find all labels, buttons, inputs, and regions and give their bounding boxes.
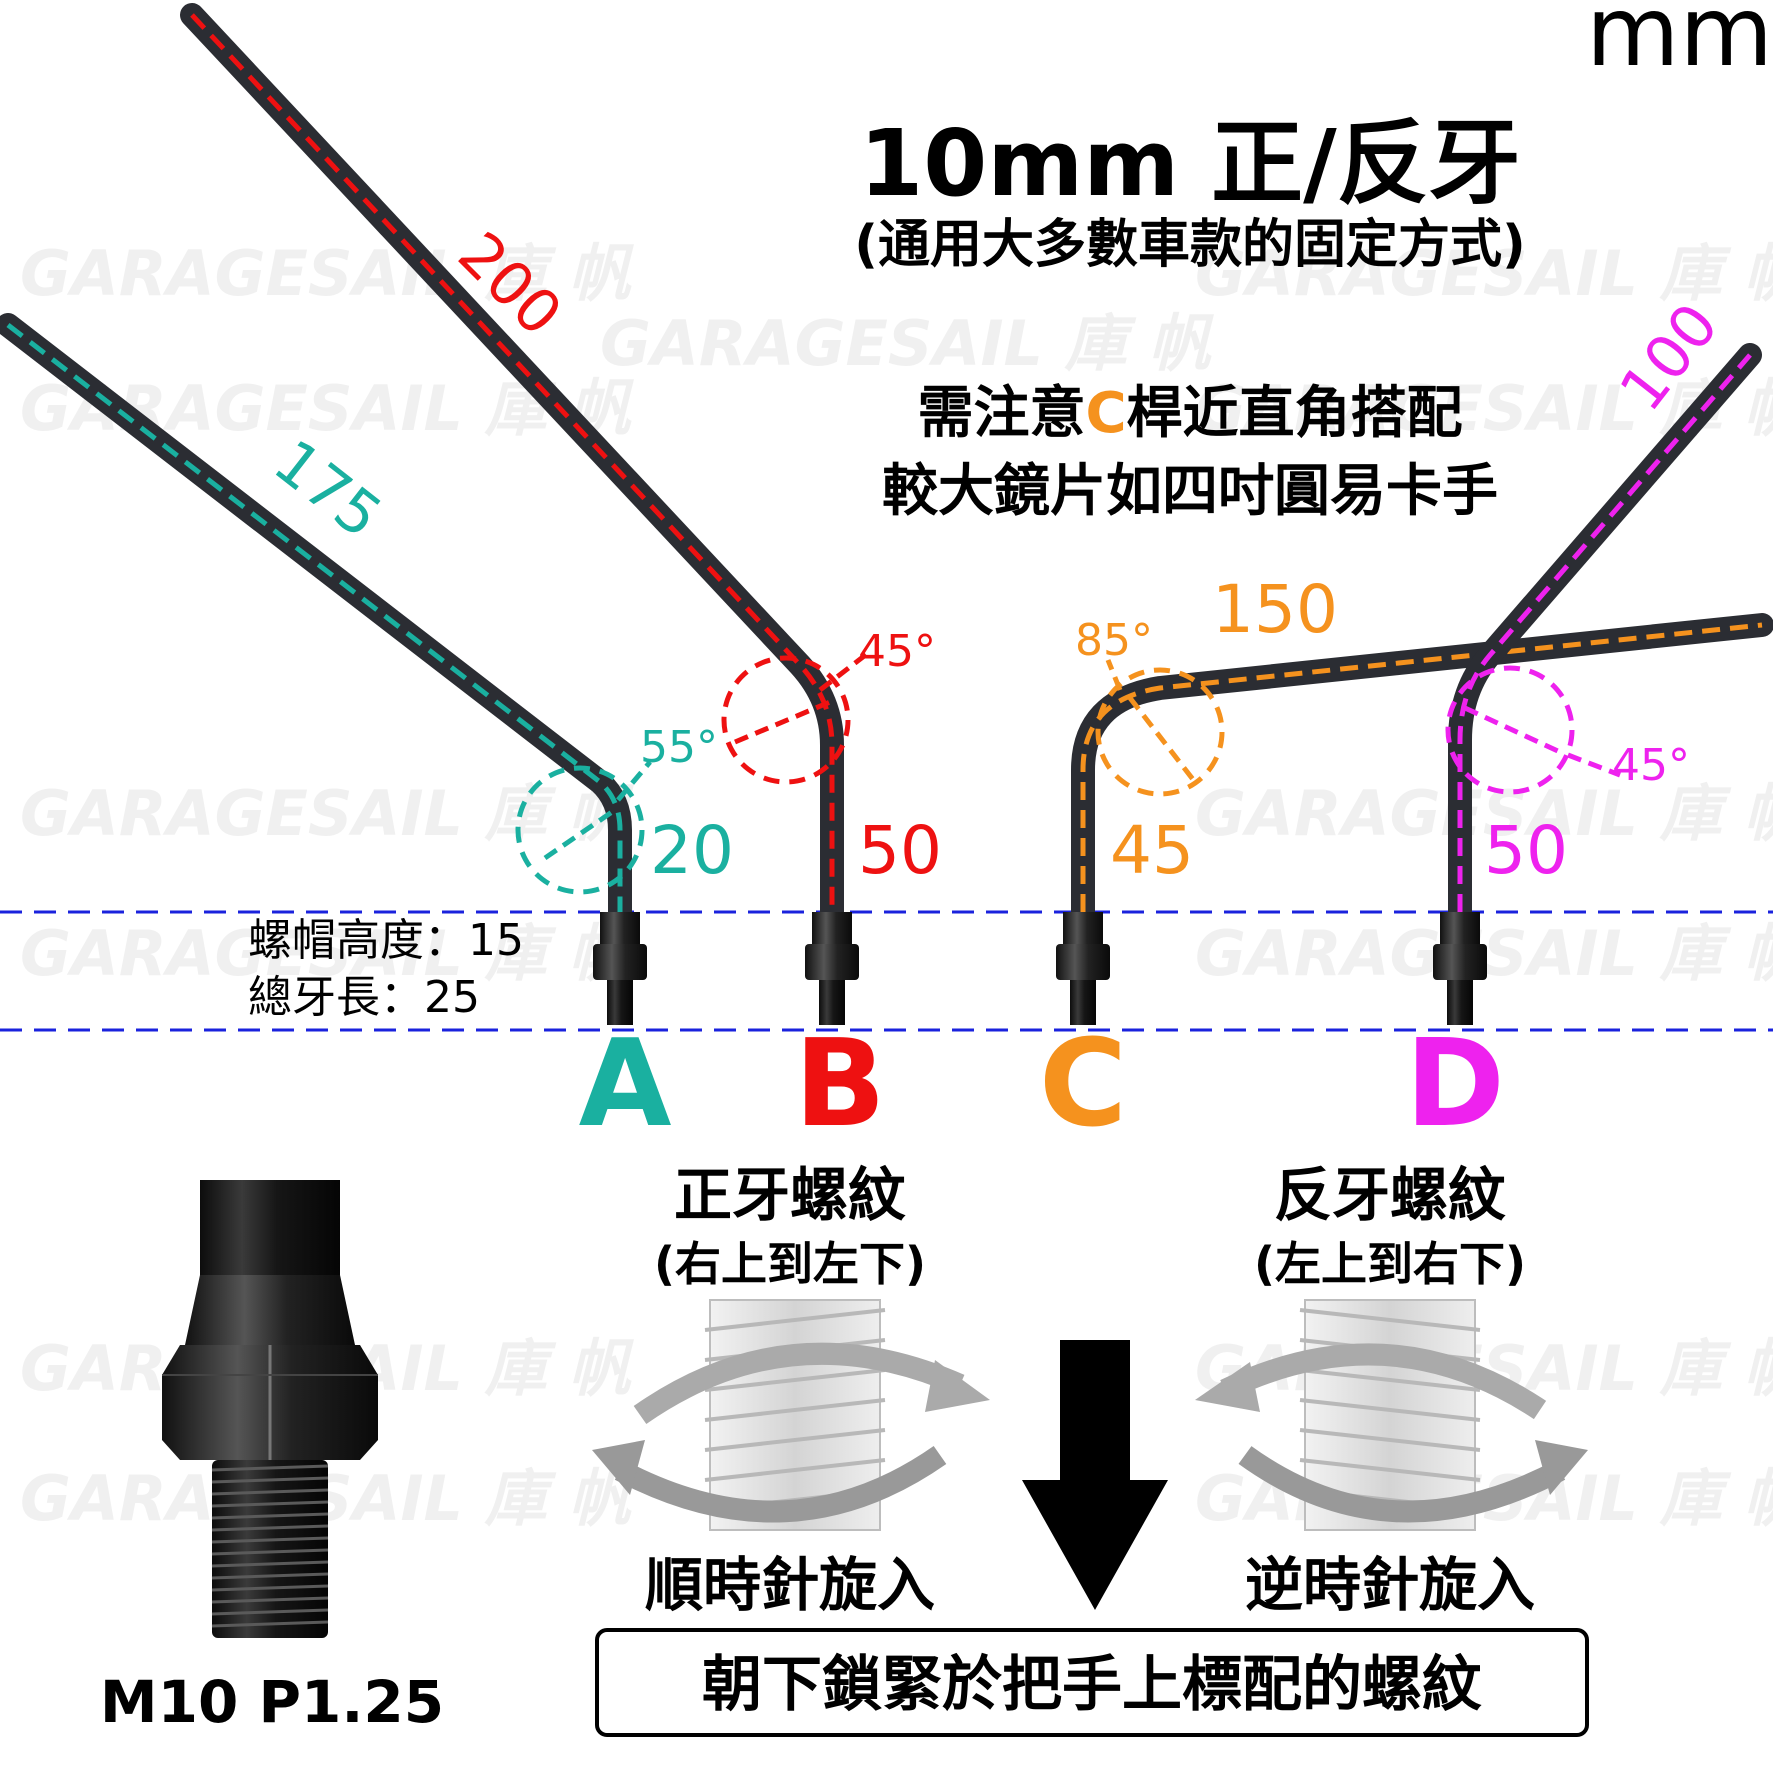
rod-a-dash bbox=[6, 323, 623, 912]
left-thread-arrow-bottom bbox=[1238, 1446, 1566, 1523]
note-line-2: 較大鏡片如四吋圓易卡手 bbox=[882, 459, 1498, 524]
thread-length-label: 總牙長：25 bbox=[248, 972, 480, 1023]
rod-c-long-label: 150 bbox=[1212, 571, 1338, 648]
rod-a-short-label: 20 bbox=[650, 812, 734, 889]
rod-c-short-label: 45 bbox=[1110, 812, 1194, 889]
watermark-8: GARAGESAIL 庫 帆 bbox=[20, 917, 634, 990]
watermark-4: GARAGESAIL 庫 帆 bbox=[1195, 237, 1773, 310]
nut-height-label: 螺帽高度：15 bbox=[248, 915, 524, 966]
rod-c-angle-ref bbox=[1105, 659, 1123, 691]
rod-b-letter: B bbox=[794, 1015, 885, 1154]
rod-d: 45° 100 50 bbox=[1445, 291, 1762, 924]
rod-c-angle-tick bbox=[1128, 696, 1197, 784]
watermark-1: GARAGESAIL 庫 帆 bbox=[20, 237, 634, 310]
right-thread-arrow-bottom bbox=[614, 1445, 947, 1523]
thread-spec-label: M10 P1.25 bbox=[100, 1668, 444, 1736]
rod-d-dash bbox=[1457, 353, 1752, 912]
note-highlight: C bbox=[1085, 381, 1126, 446]
rod-d-letter: D bbox=[1405, 1015, 1505, 1154]
left-thread-sub: (左上到右下) bbox=[1254, 1237, 1526, 1291]
right-thread-arrow-top bbox=[633, 1342, 965, 1425]
rod-c-letter: C bbox=[1039, 1015, 1127, 1154]
watermark-6: GARAGESAIL 庫 帆 bbox=[20, 777, 634, 850]
rod-d-angle-tick bbox=[1463, 705, 1562, 755]
left-thread-title: 反牙螺紋 bbox=[1274, 1161, 1506, 1229]
note-line-1: 需注意C桿近直角搭配 bbox=[917, 381, 1462, 446]
bolt-cone bbox=[185, 1275, 355, 1345]
rod-d-angle-ref bbox=[1567, 752, 1621, 778]
watermark-2: GARAGESAIL 庫 帆 bbox=[600, 307, 1214, 380]
right-thread-sub: (右上到左下) bbox=[654, 1237, 926, 1291]
rod-c-angle-circle bbox=[1095, 667, 1225, 797]
nuts-layer bbox=[593, 912, 1487, 1025]
footer-box bbox=[595, 1628, 1589, 1737]
rod-a-angle-tick bbox=[543, 809, 614, 861]
rod-b-angle-tick bbox=[734, 699, 831, 745]
nut-b bbox=[805, 912, 859, 1025]
rod-b-angle-circle bbox=[721, 655, 851, 785]
right-thread-graphic bbox=[592, 1299, 990, 1531]
rod-a-angle-ref bbox=[616, 760, 652, 802]
left-thread-graphic bbox=[1195, 1299, 1588, 1531]
bolt-thread-lines bbox=[211, 1464, 329, 1628]
right-thread-action: 順時針旋入 bbox=[645, 1551, 935, 1619]
footer-text: 朝下鎖緊於把手上標配的螺紋 bbox=[702, 1650, 1482, 1720]
note-pre: 需注意 bbox=[917, 381, 1085, 446]
left-thread-arrow-top bbox=[1220, 1343, 1547, 1420]
page-title: 10mm 正/反牙 bbox=[859, 110, 1520, 217]
watermark-7: GARAGESAIL 庫 帆 bbox=[1195, 777, 1773, 850]
rod-c: 85° 150 45 bbox=[1071, 571, 1773, 924]
rod-b-angle-ref bbox=[818, 648, 874, 692]
rod-c-angle-label: 85° bbox=[1075, 615, 1153, 666]
rod-a-angle-circle bbox=[515, 765, 645, 895]
rod-b-short-label: 50 bbox=[858, 812, 942, 889]
rod-a-letter: A bbox=[579, 1015, 672, 1154]
rod-d-angle-circle bbox=[1445, 665, 1575, 795]
nut-a bbox=[593, 912, 647, 1025]
unit-label: mm bbox=[1586, 0, 1773, 88]
down-arrow-icon bbox=[1022, 1340, 1168, 1610]
nut-c bbox=[1056, 912, 1110, 1025]
rod-b-angle-label: 45° bbox=[858, 626, 936, 677]
bolt-rod bbox=[200, 1180, 340, 1290]
rod-d-angle-label: 45° bbox=[1612, 740, 1690, 791]
left-thread-action: 逆時針旋入 bbox=[1245, 1551, 1535, 1619]
nut-d bbox=[1433, 912, 1487, 1025]
watermark-layer: GARAGESAIL 庫 帆 GARAGESAIL 庫 帆 GARAGESAIL… bbox=[20, 237, 1773, 1535]
note-post: 桿近直角搭配 bbox=[1127, 381, 1463, 446]
rod-d-short-label: 50 bbox=[1484, 812, 1568, 889]
rod-a-angle-label: 55° bbox=[640, 722, 718, 773]
right-thread-title: 正牙螺紋 bbox=[674, 1161, 906, 1229]
page-subtitle: (通用大多數車款的固定方式) bbox=[854, 215, 1526, 275]
bolt-closeup bbox=[162, 1180, 378, 1638]
